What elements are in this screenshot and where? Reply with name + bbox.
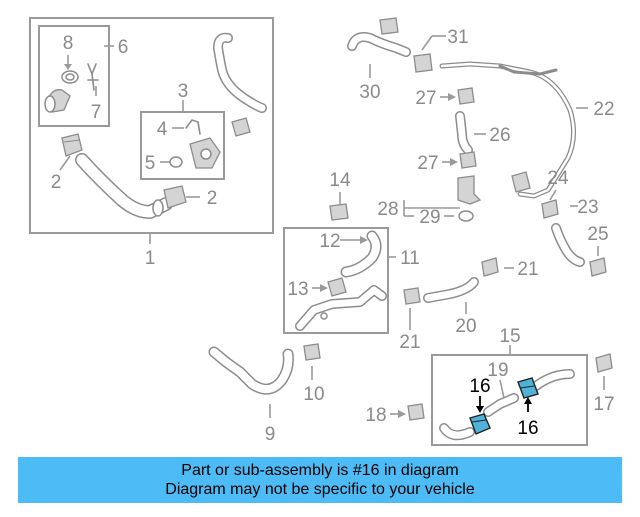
clamp-part-14 — [329, 203, 349, 221]
callout-2b: 2 — [207, 188, 218, 209]
leader-31b — [421, 35, 433, 51]
leader-2a — [59, 155, 71, 171]
vent-hose — [213, 32, 267, 113]
callout-5: 5 — [145, 153, 156, 174]
callout-16a: 16 — [469, 376, 490, 397]
arrow-12 — [360, 236, 368, 244]
callout-22: 22 — [593, 99, 614, 120]
callout-29: 29 — [419, 207, 440, 228]
clamp-part-10 — [303, 343, 321, 361]
group-box-6 — [38, 25, 110, 127]
connector-box1 — [231, 117, 251, 137]
fitting-22 — [511, 171, 531, 193]
callout-15: 15 — [499, 326, 520, 347]
arrow-8 — [64, 64, 72, 70]
coolant-hose-part-1 — [75, 153, 173, 219]
bracket-part-4 — [185, 119, 201, 135]
callout-30: 30 — [359, 82, 380, 103]
flange-part-3 — [189, 137, 221, 169]
callout-4: 4 — [157, 119, 168, 140]
hose-part-30 — [347, 32, 411, 57]
clamp-part-13 — [327, 277, 347, 297]
callout-13: 13 — [287, 279, 308, 300]
group-box-11 — [283, 227, 389, 334]
clamp-part-21a — [481, 257, 499, 277]
callout-7: 7 — [91, 102, 102, 123]
clamp-top — [379, 17, 399, 35]
hose-part-26 — [455, 111, 473, 155]
clamp-part-16a-highlighted[interactable] — [469, 413, 491, 435]
hose-part-20 — [423, 277, 479, 303]
banner-line-disclaimer: Diagram may not be specific to your vehi… — [165, 481, 475, 498]
pipe-part-22 — [439, 61, 576, 199]
arrow-13 — [320, 284, 328, 292]
callout-20: 20 — [455, 316, 476, 337]
o-ring-part-8 — [61, 70, 79, 84]
clamp-part-21b — [403, 287, 421, 305]
callout-26: 26 — [489, 125, 510, 146]
callout-6: 6 — [118, 37, 129, 58]
pipe-part-19 — [483, 393, 519, 417]
callout-25: 25 — [587, 224, 608, 245]
callout-1: 1 — [145, 248, 156, 269]
clamp-part-27a — [457, 87, 475, 105]
callout-3: 3 — [178, 81, 189, 102]
clamp-part-24 — [541, 199, 559, 219]
callout-14: 14 — [329, 170, 351, 191]
clamp-part-18 — [407, 403, 425, 421]
hose-box15-left — [439, 423, 475, 441]
callout-23: 23 — [577, 197, 598, 218]
callout-17: 17 — [593, 394, 614, 415]
callout-21b: 21 — [399, 332, 420, 353]
hose-part-12 — [340, 230, 382, 278]
leader-19 — [499, 379, 505, 399]
leader-24 — [549, 189, 557, 201]
callout-2a: 2 — [51, 172, 62, 193]
callout-8: 8 — [63, 33, 74, 54]
clamp-part-2a — [61, 133, 83, 157]
callout-10: 10 — [303, 384, 324, 405]
callout-19: 19 — [487, 360, 508, 381]
arrow-16a — [476, 406, 484, 413]
clamp-part-31 — [413, 53, 433, 73]
clip-part-7 — [87, 63, 99, 91]
callout-18: 18 — [365, 405, 386, 426]
arrow-27a — [448, 93, 456, 101]
callout-27b: 27 — [417, 153, 438, 174]
o-ring-part-29 — [458, 210, 474, 222]
callout-27a: 27 — [415, 88, 436, 109]
info-banner: Part or sub-assembly is #16 in diagram D… — [18, 457, 622, 503]
callout-24: 24 — [547, 168, 569, 189]
arrow-16b — [524, 397, 532, 404]
o-ring-part-5 — [169, 156, 183, 168]
thermostat-part-28 — [457, 175, 482, 205]
clamp-part-25 — [589, 257, 607, 277]
clamp-part-27b — [459, 151, 477, 169]
callout-21a: 21 — [517, 259, 538, 280]
metal-pipe-assembly — [295, 285, 387, 331]
clamp-part-16b-highlighted[interactable] — [517, 377, 539, 399]
clamp-part-17 — [595, 353, 613, 373]
callout-28: 28 — [377, 199, 398, 220]
hose-box15-right — [531, 369, 575, 391]
arrow-27b — [450, 158, 458, 166]
callout-16b: 16 — [517, 418, 538, 439]
group-box-1 — [29, 17, 274, 234]
callout-12: 12 — [319, 231, 340, 252]
hose-part-9 — [208, 346, 294, 395]
arrow-18 — [398, 410, 406, 418]
callout-11: 11 — [400, 248, 420, 269]
callout-9: 9 — [265, 424, 276, 445]
banner-line-part-info: Part or sub-assembly is #16 in diagram — [181, 462, 459, 479]
hose-part-23 — [551, 223, 585, 267]
elbow-fitting — [44, 89, 71, 113]
callout-31: 31 — [447, 27, 468, 48]
clamp-part-2b — [163, 185, 187, 209]
